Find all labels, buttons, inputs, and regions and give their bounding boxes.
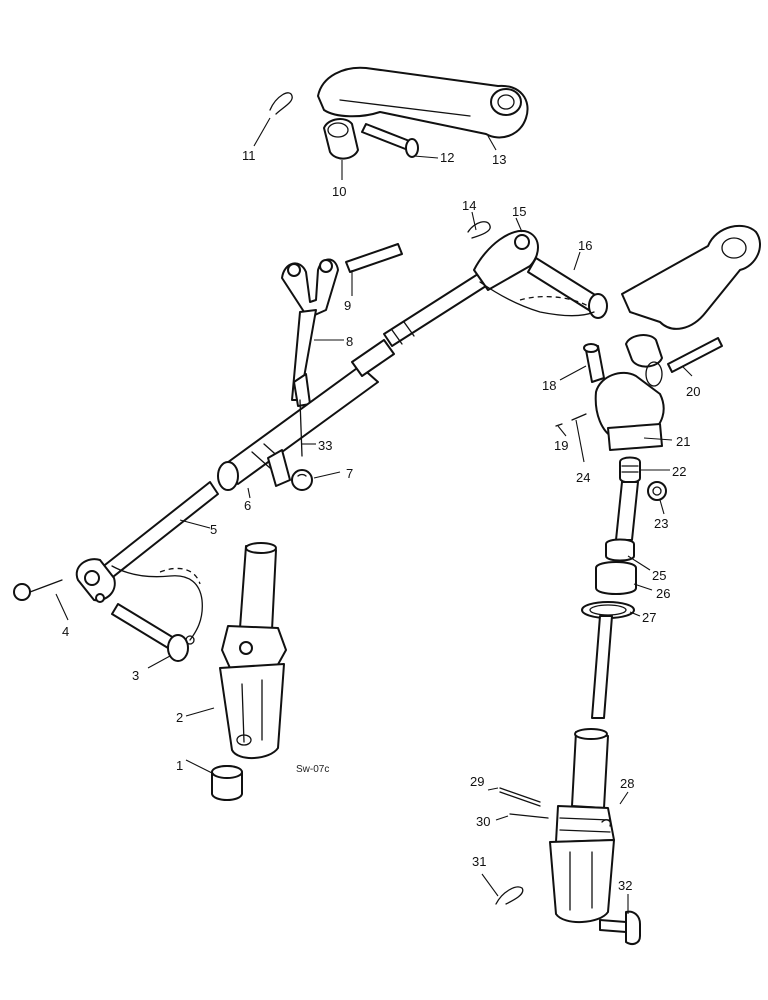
bush-10 [323, 118, 359, 160]
lift-rod-end-right [549, 728, 615, 924]
lift-arm-right [621, 224, 761, 330]
callout-3: 3 [132, 668, 139, 683]
clip-14 [467, 221, 491, 239]
callout-7: 7 [346, 466, 353, 481]
bush-1 [211, 765, 243, 801]
bolt-33 [267, 399, 303, 487]
ball-7 [291, 469, 313, 491]
lift-rod-end-2 [219, 542, 287, 759]
pin-16 [527, 257, 608, 319]
callout-33: 33 [318, 438, 332, 453]
callout-16: 16 [578, 238, 592, 253]
callout-32: 32 [618, 878, 632, 893]
callout-15: 15 [512, 204, 526, 219]
ring-pin-4 [13, 579, 63, 601]
clip-28 [601, 819, 612, 827]
callout-2: 2 [176, 710, 183, 725]
callout-4: 4 [62, 624, 69, 639]
pin-19 [555, 423, 563, 427]
callout-31: 31 [472, 854, 486, 869]
pin-12 [361, 123, 419, 158]
pin-18 [583, 343, 605, 383]
callout-8: 8 [346, 334, 353, 349]
clip-31 [495, 886, 524, 905]
callout-19: 19 [554, 438, 568, 453]
drawing-code: Sw-07c [296, 764, 329, 775]
bush-right [625, 334, 663, 368]
pin-20 [667, 337, 723, 373]
callout-12: 12 [440, 150, 454, 165]
callout-28: 28 [620, 776, 634, 791]
pin-9 [345, 243, 403, 273]
pin-30 [509, 813, 549, 819]
callout-1: 1 [176, 758, 183, 773]
callout-10: 10 [332, 184, 346, 199]
callout-5: 5 [210, 522, 217, 537]
callout-24: 24 [576, 470, 590, 485]
leader-lines [55, 117, 693, 914]
chain-upper [479, 281, 595, 317]
pin-3 [111, 603, 195, 662]
levelling-block-21 [594, 361, 665, 451]
pin-32 [599, 910, 641, 945]
chain-lower [111, 565, 203, 641]
callout-22: 22 [672, 464, 686, 479]
pin-24 [571, 413, 587, 421]
callout-11: 11 [242, 148, 256, 163]
callout-14: 14 [462, 198, 476, 213]
levelling-screw-shaft [581, 456, 641, 719]
nut-23 [647, 481, 667, 501]
callout-labels: 1 2 3 4 5 6 7 8 9 10 11 12 13 14 15 16 1… [62, 148, 700, 893]
stabiliser-rod-5 [75, 481, 219, 603]
stabiliser-stay-8 [281, 258, 339, 407]
stabiliser-tube-6 [217, 339, 395, 491]
callout-29: 29 [470, 774, 484, 789]
callout-18: 18 [542, 378, 556, 393]
lift-arm-13 [317, 66, 529, 139]
callout-9: 9 [344, 298, 351, 313]
callout-6: 6 [244, 498, 251, 513]
callout-25: 25 [652, 568, 666, 583]
pin-29 [499, 787, 541, 807]
clip-11 [269, 92, 293, 115]
top-link-15 [383, 229, 539, 347]
callout-30: 30 [476, 814, 490, 829]
callout-27: 27 [642, 610, 656, 625]
callout-20: 20 [686, 384, 700, 399]
callout-21: 21 [676, 434, 690, 449]
callout-13: 13 [492, 152, 506, 167]
callout-23: 23 [654, 516, 668, 531]
callout-26: 26 [656, 586, 670, 601]
